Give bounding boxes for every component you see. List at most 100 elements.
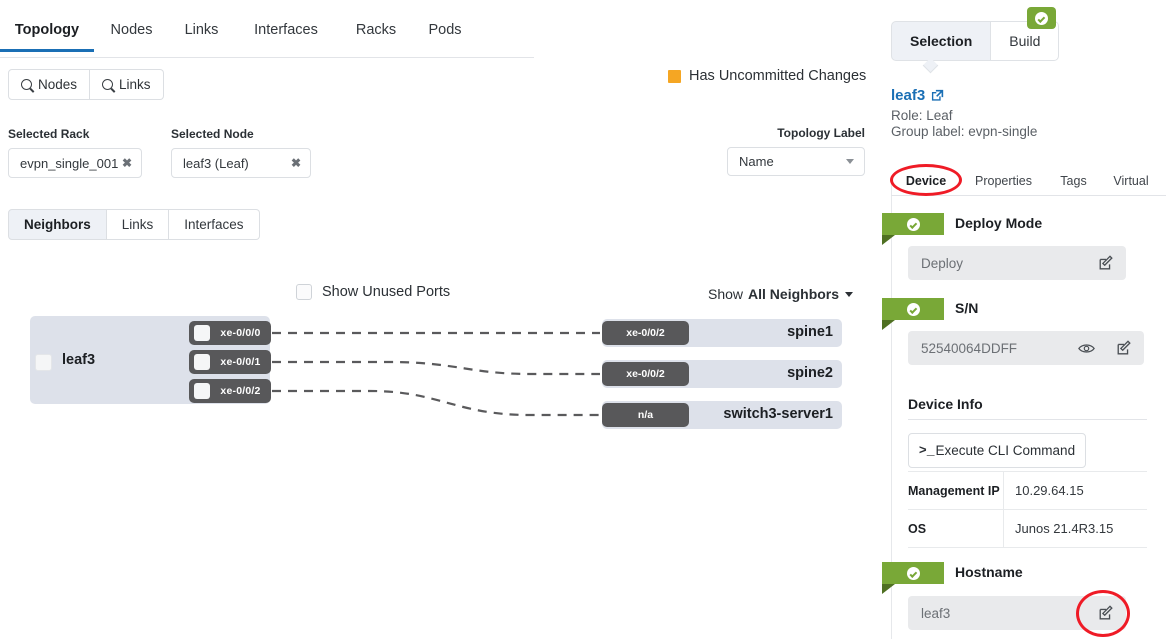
os-value: Junos 21.4R3.15 <box>1015 521 1114 536</box>
topology-node-checkbox[interactable] <box>35 354 52 371</box>
sub-tab-virtual[interactable]: Virtual <box>1101 174 1161 195</box>
sub-tab-device[interactable]: Device <box>891 174 961 195</box>
panel-tab-build-label: Build <box>1009 33 1041 49</box>
search-links-label: Links <box>119 77 151 92</box>
search-button-group: Nodes Links <box>8 69 164 100</box>
tab-racks[interactable]: Racks <box>338 22 414 49</box>
panel-tab-selection-label: Selection <box>910 33 973 49</box>
build-status-badge <box>1027 7 1056 29</box>
view-tab-neighbors-label: Neighbors <box>24 217 91 232</box>
tab-interfaces-label: Interfaces <box>254 22 318 38</box>
selected-rack-select[interactable]: evpn_single_001 ✖ <box>8 148 142 178</box>
view-tab-neighbors[interactable]: Neighbors <box>8 209 107 240</box>
panel-node-role: Role: Leaf <box>891 108 953 123</box>
device-info-title: Device Info <box>908 396 983 412</box>
serial-number-title: S/N <box>955 300 979 316</box>
port-checkbox[interactable] <box>194 383 210 399</box>
search-icon <box>102 79 114 90</box>
neighbor-port-label: n/a <box>637 409 654 421</box>
topology-main-area: Topology Nodes Links Interfaces Racks Po… <box>0 0 880 639</box>
panel-node-link[interactable]: leaf3 <box>891 87 944 104</box>
topology-label-select[interactable]: Name <box>727 147 865 176</box>
primary-tabs: Topology Nodes Links Interfaces Racks Po… <box>0 22 534 58</box>
tab-topology[interactable]: Topology <box>0 22 94 52</box>
neighbor-port-label: xe-0/0/2 <box>626 368 665 380</box>
topology-label-value: Name <box>739 154 774 169</box>
edit-pencil-icon[interactable] <box>1096 603 1116 623</box>
show-unused-ports-label: Show Unused Ports <box>322 284 451 300</box>
close-x-icon[interactable]: ✖ <box>290 156 301 170</box>
sub-tab-properties[interactable]: Properties <box>961 174 1046 195</box>
selected-rack-label: Selected Rack <box>8 127 90 141</box>
serial-number-status-flag <box>882 298 944 320</box>
check-circle-icon <box>906 566 920 580</box>
neighbor-name-label: spine2 <box>787 365 833 381</box>
external-link-icon[interactable] <box>931 89 944 102</box>
neighbor-port-badge: xe-0/0/2 <box>602 362 689 386</box>
close-x-icon[interactable]: ✖ <box>121 156 132 170</box>
topology-port-xe-0-0-2[interactable]: xe-0/0/2 <box>189 379 271 403</box>
selected-node-select[interactable]: leaf3 (Leaf) ✖ <box>171 148 311 178</box>
edit-pencil-icon[interactable] <box>1096 253 1116 273</box>
deploy-mode-value-box: Deploy <box>908 246 1126 280</box>
panel-tab-build[interactable]: Build <box>991 21 1060 61</box>
device-info-bottom-divider <box>908 547 1147 548</box>
edit-pencil-icon[interactable] <box>1114 338 1134 358</box>
panel-tab-selection[interactable]: Selection <box>891 21 992 61</box>
panel-mode-tabs: Selection Build <box>891 21 1060 61</box>
deploy-mode-flag-fold <box>882 235 895 245</box>
device-info-divider <box>908 419 1147 420</box>
topology-neighbor-spine1[interactable]: xe-0/0/2 spine1 <box>602 319 842 347</box>
panel-divider <box>891 182 892 639</box>
deploy-mode-title: Deploy Mode <box>955 215 1043 231</box>
topology-label-group: Topology Label Name <box>727 126 865 176</box>
topology-node-label: leaf3 <box>62 352 96 368</box>
chevron-down-icon <box>845 291 854 297</box>
show-neighbors-dropdown[interactable]: Show All Neighbors <box>708 286 854 302</box>
selected-rack-value: evpn_single_001 <box>20 155 119 171</box>
hostname-value-box: leaf3 <box>908 596 1126 630</box>
port-checkbox[interactable] <box>194 354 210 370</box>
neighbor-name-label: spine1 <box>787 324 833 340</box>
serial-number-value-box: 52540064DDFF <box>908 331 1144 365</box>
search-icon <box>21 79 32 90</box>
execute-cli-command-label: Execute CLI Command <box>935 443 1076 458</box>
view-tab-interfaces-label: Interfaces <box>184 217 244 232</box>
row-separator <box>1003 471 1004 510</box>
neighbor-port-badge: n/a <box>602 403 689 427</box>
topology-neighbor-switch3-server1[interactable]: n/a switch3-server1 <box>602 401 842 429</box>
tab-links[interactable]: Links <box>169 22 234 49</box>
eye-icon[interactable] <box>1076 338 1096 358</box>
execute-cli-command-button[interactable]: >_ Execute CLI Command <box>908 433 1086 468</box>
neighbor-port-label: xe-0/0/2 <box>626 327 665 339</box>
search-nodes-button[interactable]: Nodes <box>8 69 91 100</box>
sub-tab-tags[interactable]: Tags <box>1046 174 1101 195</box>
uncommitted-changes-legend: Has Uncommitted Changes <box>668 68 866 84</box>
hostname-title: Hostname <box>955 564 1023 580</box>
panel-sub-tabs: Device Properties Tags Virtual <box>891 170 1166 196</box>
topology-port-xe-0-0-0[interactable]: xe-0/0/0 <box>189 321 271 345</box>
search-links-button[interactable]: Links <box>90 69 164 100</box>
show-unused-ports-control[interactable]: Show Unused Ports <box>296 284 450 300</box>
os-key: OS <box>908 521 927 536</box>
management-ip-value: 10.29.64.15 <box>1015 483 1084 498</box>
topology-view-tabs: Neighbors Links Interfaces <box>8 209 260 240</box>
port-checkbox[interactable] <box>194 325 210 341</box>
tab-nodes-label: Nodes <box>110 22 153 38</box>
neighbor-name-label: switch3-server1 <box>723 406 833 422</box>
tab-nodes[interactable]: Nodes <box>94 22 169 49</box>
view-tab-interfaces[interactable]: Interfaces <box>169 209 260 240</box>
port-label: xe-0/0/1 <box>220 356 261 368</box>
view-tab-links[interactable]: Links <box>106 209 170 240</box>
topology-canvas: leaf3 xe-0/0/0 xe-0/0/1 xe-0/0/2 xe-0/0/… <box>0 300 880 450</box>
deploy-mode-value: Deploy <box>921 255 964 271</box>
tab-pods[interactable]: Pods <box>414 22 476 49</box>
show-unused-ports-checkbox[interactable] <box>296 284 312 300</box>
selected-node-group: Selected Node leaf3 (Leaf) ✖ <box>171 127 311 178</box>
tab-interfaces[interactable]: Interfaces <box>234 22 338 49</box>
hostname-flag-fold <box>882 584 895 594</box>
tab-pods-label: Pods <box>428 22 462 38</box>
topology-neighbor-spine2[interactable]: xe-0/0/2 spine2 <box>602 360 842 388</box>
check-circle-icon <box>906 302 920 316</box>
topology-port-xe-0-0-1[interactable]: xe-0/0/1 <box>189 350 271 374</box>
